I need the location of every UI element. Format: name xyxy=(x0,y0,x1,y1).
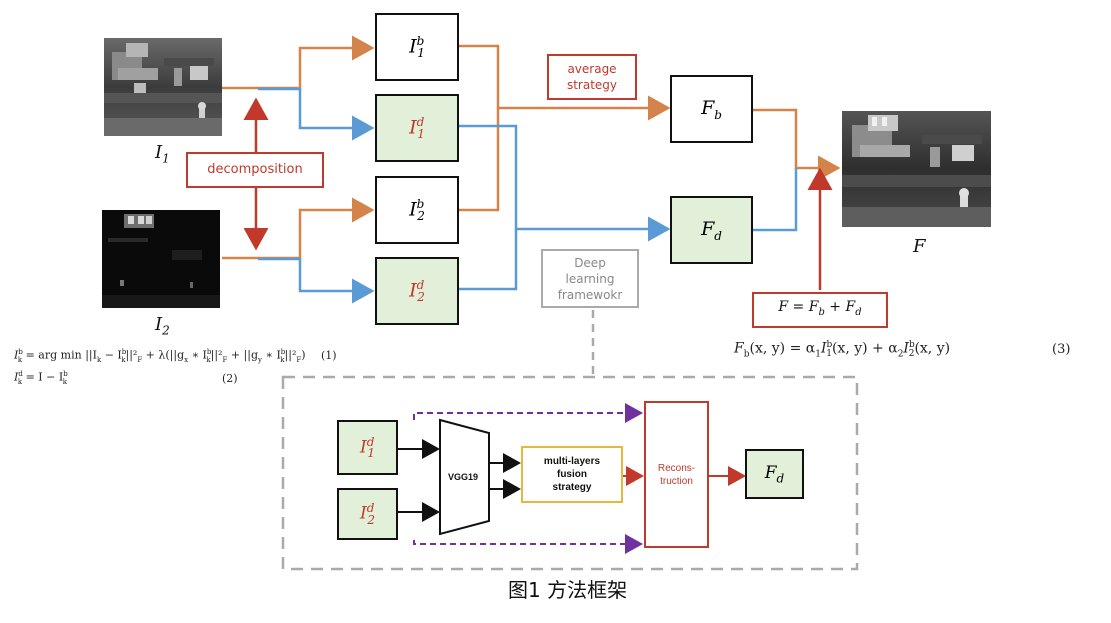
edge-i1-to-i1d xyxy=(258,87,375,141)
skip-in1-to-recon xyxy=(413,403,643,423)
equation-1: Ibk = arg min ||Ik − Ibk||²F + λ(||gx ∗ … xyxy=(14,348,337,364)
node-i1-base: Ib1 xyxy=(375,13,459,81)
vgg19-trapezoid xyxy=(439,418,490,536)
caption-i1: I1 xyxy=(155,142,170,166)
framework-input-i1-detail: Id1 xyxy=(337,420,398,475)
framework-input-i2-detail: Id2 xyxy=(337,488,398,540)
edge-i2-to-i2d xyxy=(258,257,375,304)
edge-i2d-to-fd xyxy=(458,229,518,291)
edge-i1d-to-fd xyxy=(458,124,671,242)
equation-3-number: (3) xyxy=(1052,342,1071,357)
edge-i1b-to-fb xyxy=(458,44,671,121)
edge-i1-to-i1b xyxy=(222,35,375,90)
edge-i2-to-i2b xyxy=(222,197,375,260)
edge-i2b-to-fb xyxy=(458,108,500,212)
caption-i2: I2 xyxy=(155,314,170,338)
reconstruction-box: Recons-truction xyxy=(644,401,709,548)
equation-2: Idk = I − Ibk xyxy=(14,370,68,386)
source-image-i2 xyxy=(102,210,220,308)
caption-f: F xyxy=(913,236,926,257)
equation-2-number: (2) xyxy=(222,372,238,385)
skip-in2-to-recon xyxy=(413,534,643,554)
source-image-i1 xyxy=(104,38,222,136)
framework-output-fd: Fd xyxy=(745,449,804,499)
framework-dashed-box xyxy=(281,375,859,571)
edge-fd-to-f xyxy=(752,168,798,232)
fusion-equation-box: F = Fb + Fd xyxy=(752,292,888,328)
node-i2-detail: Id2 xyxy=(375,257,459,325)
node-i1-detail: Id1 xyxy=(375,94,459,162)
edge-fb-to-f xyxy=(752,108,841,181)
node-i2-base: Ib2 xyxy=(375,176,459,244)
decomposition-label: decomposition xyxy=(186,152,324,188)
vgg19-label: VGG19 xyxy=(448,472,479,482)
equation-3: Fb(x, y) = α1Ib1(x, y) + α2Ib2(x, y) xyxy=(734,340,951,360)
fused-image-f xyxy=(842,111,991,227)
node-fused-detail: Fd xyxy=(670,196,753,264)
figure-caption: 图1 方法框架 xyxy=(508,578,628,602)
node-fused-base: Fb xyxy=(670,75,753,143)
